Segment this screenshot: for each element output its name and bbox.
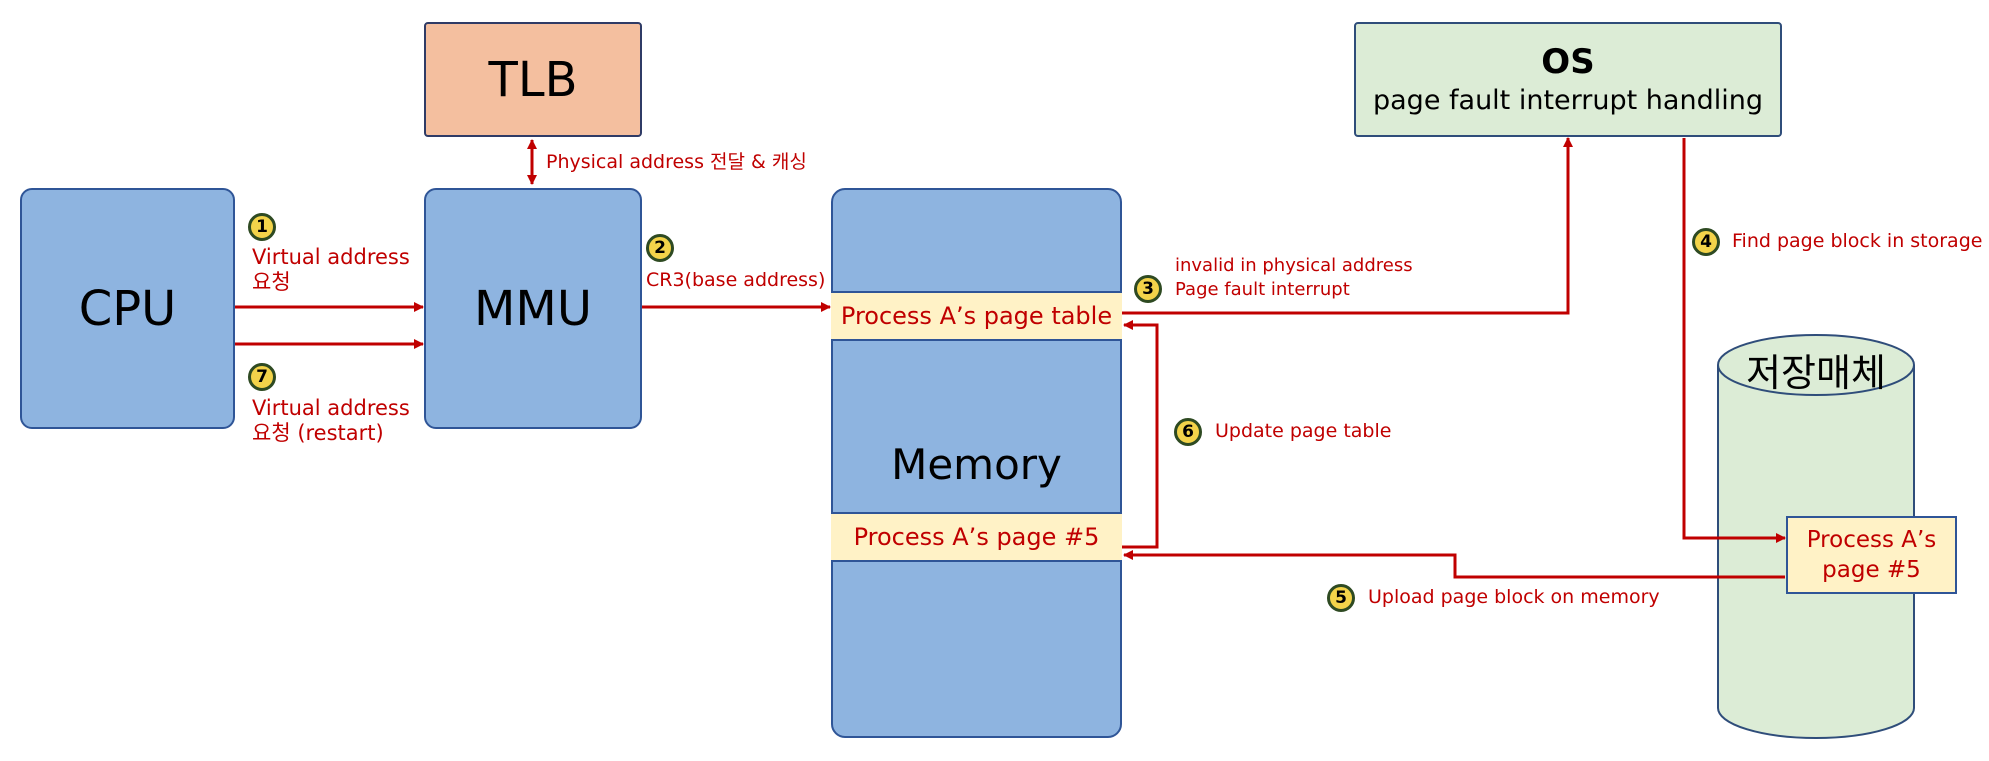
step-badge-1: 1 xyxy=(248,213,276,241)
memory-label: Memory xyxy=(891,440,1062,489)
os-storage-arrow xyxy=(1682,138,1786,543)
step-badge-4: 4 xyxy=(1692,228,1720,256)
mmu-box: MMU xyxy=(424,188,642,429)
os-subtitle: page fault interrupt handling xyxy=(1373,84,1763,116)
step-badge-5: 5 xyxy=(1327,584,1355,612)
tlb-link-label: Physical address 전달 & 캐싱 xyxy=(546,151,807,173)
storage-memory-arrow xyxy=(1123,550,1785,579)
page5-label: Process A’s page #5 xyxy=(853,523,1100,551)
step3-label: invalid in physical address Page fault i… xyxy=(1175,255,1413,300)
pagetable-os-arrow xyxy=(1122,137,1573,315)
step-badge-3: 3 xyxy=(1134,275,1162,303)
storage-label: 저장매체 xyxy=(1746,351,1886,395)
step5-label: Upload page block on memory xyxy=(1368,586,1660,608)
step2-label: CR3(base address) xyxy=(646,269,826,291)
os-title: OS xyxy=(1541,41,1595,82)
step-badge-2: 2 xyxy=(646,234,674,262)
tlb-label: TLB xyxy=(488,51,578,108)
storage-page-line2: page #5 xyxy=(1822,557,1921,583)
os-box: OS page fault interrupt handling xyxy=(1354,22,1782,137)
step4-label: Find page block in storage xyxy=(1732,230,1983,252)
cpu-box: CPU xyxy=(20,188,235,429)
step-badge-7: 7 xyxy=(248,363,276,391)
step1-label: Virtual address 요청 xyxy=(252,245,410,294)
page5-entry: Process A’s page #5 xyxy=(831,512,1122,562)
storage-page-line1: Process A’s xyxy=(1806,527,1937,553)
update-pagetable-arrow xyxy=(1122,320,1159,549)
step-badge-6: 6 xyxy=(1174,418,1202,446)
step7-label: Virtual address 요청 (restart) xyxy=(252,396,410,445)
tlb-box: TLB xyxy=(424,22,642,137)
memory-box: Memory xyxy=(831,188,1122,738)
mmu-label: MMU xyxy=(474,280,592,337)
page-table-entry: Process A’s page table xyxy=(831,291,1122,341)
step6-label: Update page table xyxy=(1215,420,1392,442)
page-table-label: Process A’s page table xyxy=(840,302,1113,330)
cpu-label: CPU xyxy=(78,280,177,337)
storage-page-box: Process A’s page #5 xyxy=(1786,516,1957,594)
